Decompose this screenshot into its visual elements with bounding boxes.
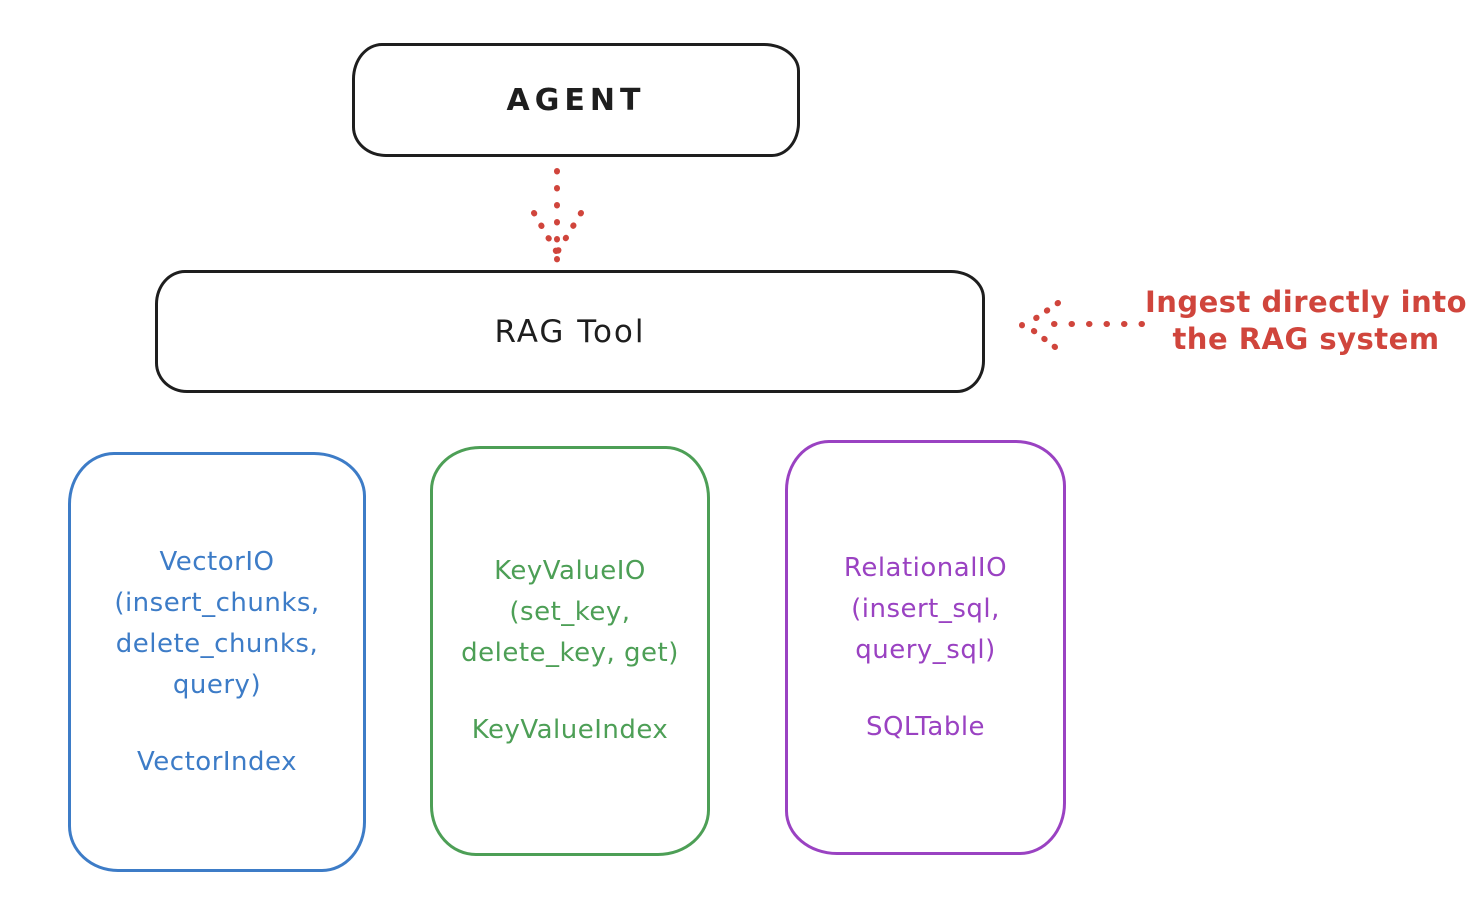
relational-io-methods-line2: query_sql) — [855, 634, 996, 665]
vector-io-box: VectorIO (insert_chunks, delete_chunks, … — [68, 452, 366, 872]
vector-index-label: VectorIndex — [137, 746, 297, 777]
agent-to-rag-arrow-head-right — [555, 210, 584, 254]
agent-to-rag-arrow-head-left — [531, 210, 559, 254]
ingest-annotation-line2: the RAG system — [1172, 322, 1440, 356]
ingest-annotation-line1: Ingest directly into — [1144, 285, 1468, 319]
agent-box: AGENT — [352, 43, 800, 157]
keyvalue-io-title: KeyValueIO — [494, 556, 646, 586]
rag-tool-box-label: RAG Tool — [494, 313, 646, 350]
agent-box-label: AGENT — [506, 82, 646, 118]
keyvalue-io-methods-line1: (set_key, — [509, 597, 631, 627]
keyvalue-index-label: KeyValueIndex — [471, 715, 669, 745]
keyvalue-io-box: KeyValueIO (set_key, delete_key, get) Ke… — [430, 446, 710, 856]
sql-table-label: SQLTable — [865, 711, 986, 742]
vector-io-methods-line1: (insert_chunks, — [114, 587, 320, 618]
ingest-annotation: Ingest directly into the RAG system — [1138, 284, 1474, 358]
keyvalue-io-methods-line2: delete_key, get) — [461, 638, 679, 668]
vector-io-title: VectorIO — [159, 546, 275, 577]
vector-io-methods-line3: query) — [172, 669, 262, 700]
relational-io-title: RelationalIO — [843, 552, 1008, 583]
relational-io-methods-line1: (insert_sql, — [851, 593, 1000, 624]
annotation-arrow-head-lower — [1023, 322, 1058, 350]
vector-io-methods-line2: delete_chunks, — [115, 628, 319, 659]
annotation-arrow-head-upper — [1023, 300, 1061, 328]
rag-tool-box: RAG Tool — [155, 270, 985, 393]
relational-io-box: RelationalIO (insert_sql, query_sql) SQL… — [785, 440, 1066, 855]
